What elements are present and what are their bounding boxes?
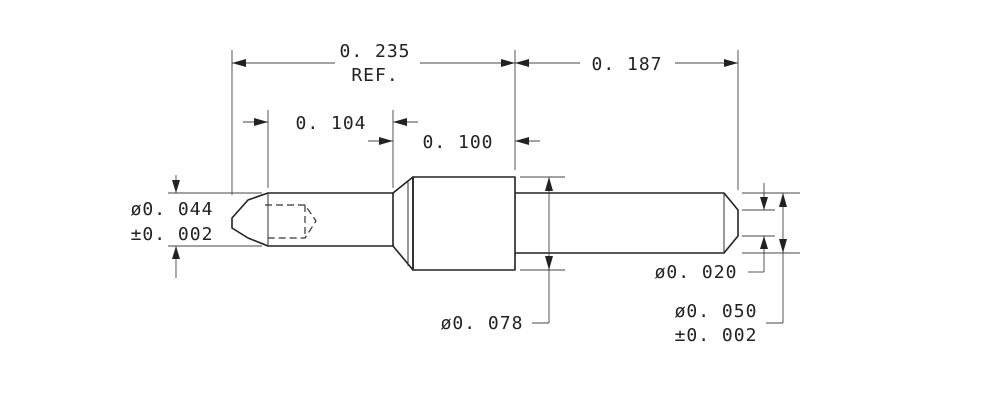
dim-tail-length: 0. 187 bbox=[515, 54, 738, 75]
dim-tail-inner-diameter: ø0. 020 bbox=[655, 183, 768, 283]
dim-overall-ref-value: 0. 235 bbox=[339, 41, 410, 62]
neck-taper bbox=[392, 176, 414, 271]
tip-section bbox=[231, 192, 394, 247]
dim-tail-length-value: 0. 187 bbox=[591, 54, 662, 75]
dim-overall-ref-note: REF. bbox=[351, 65, 398, 86]
pin-outline bbox=[231, 176, 739, 271]
dim-body-length: 0. 100 bbox=[368, 132, 540, 153]
dim-body-length-value: 0. 100 bbox=[422, 132, 493, 153]
tail-section bbox=[515, 192, 739, 254]
dim-tail-diameter-tol: ±0. 002 bbox=[675, 325, 758, 346]
extension-lines bbox=[168, 50, 800, 271]
dim-body-diameter: ø0. 078 bbox=[441, 177, 553, 334]
dim-overall-ref: 0. 235 REF. bbox=[232, 41, 515, 86]
dim-tail-inner-diameter-value: ø0. 020 bbox=[655, 262, 738, 283]
dim-tail-diameter: ø0. 050 ±0. 002 bbox=[675, 193, 787, 346]
tip-hidden-bore bbox=[265, 204, 317, 239]
dim-body-diameter-value: ø0. 078 bbox=[441, 313, 524, 334]
dim-tip-diameter-value: ø0. 044 bbox=[131, 199, 214, 220]
dim-tip-length-value: 0. 104 bbox=[295, 113, 366, 134]
dim-tip-length: 0. 104 bbox=[243, 113, 418, 134]
dim-tip-diameter-tol: ±0. 002 bbox=[131, 224, 214, 245]
body-section bbox=[412, 176, 516, 271]
dim-tail-diameter-value: ø0. 050 bbox=[675, 301, 758, 322]
dim-tip-diameter: ø0. 044 ±0. 002 bbox=[131, 175, 214, 278]
